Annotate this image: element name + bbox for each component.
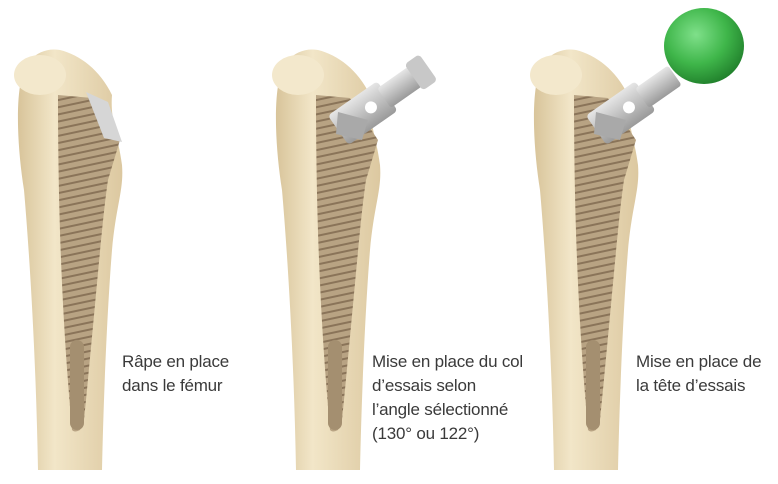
femur-head-illustration [516,0,776,484]
caption-neck: Mise en place du col d’essais selon l’an… [372,350,523,446]
caption-line: d’essais selon [372,374,523,398]
caption-line: la tête d’essais [636,374,761,398]
trial-head-ball [664,8,744,84]
caption-line: l’angle sélectionné [372,398,523,422]
figure-rasp-in-femur [0,0,260,484]
caption-head: Mise en place de la tête d’essais [636,350,761,398]
caption-rasp: Râpe en place dans le fémur [122,350,229,398]
caption-line: (130° ou 122°) [372,422,523,446]
caption-line: Mise en place de [636,350,761,374]
caption-line: Mise en place du col [372,350,523,374]
caption-line: Râpe en place [122,350,229,374]
caption-line: dans le fémur [122,374,229,398]
figure-trial-head [516,0,776,484]
femur-rasp-illustration [0,0,260,484]
